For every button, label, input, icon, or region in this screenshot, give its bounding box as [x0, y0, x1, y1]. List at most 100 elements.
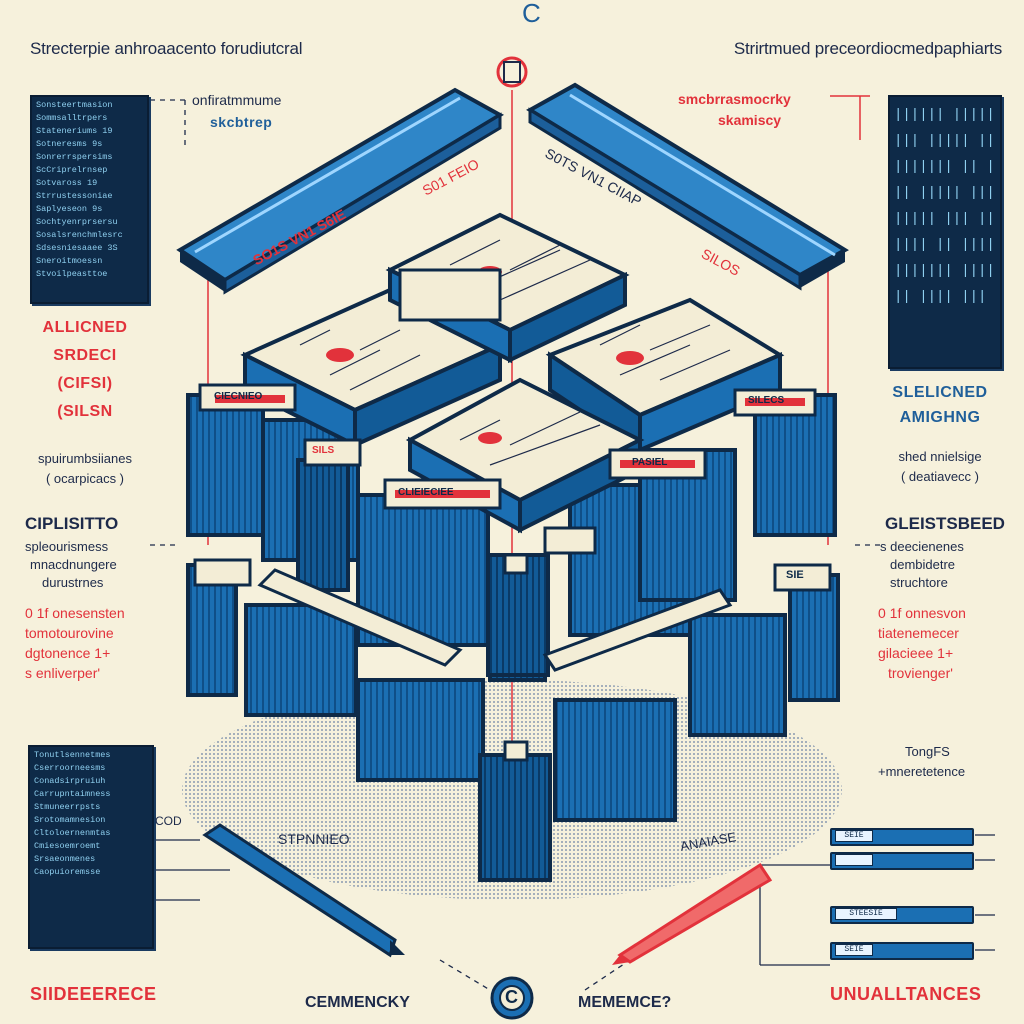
right-red-1: 0 1f onnesvon	[878, 605, 966, 621]
code-line: Sosalsrenchmlesrc	[36, 230, 123, 240]
code-line: ||| ||||| ||| ||	[894, 133, 996, 149]
left-heading-4: (SILSN	[57, 403, 113, 420]
right-desc-2: dembidetre	[890, 557, 956, 572]
code-line: || ||||| ||||| ||	[894, 185, 996, 201]
left-desc-1: spleourismess	[25, 539, 109, 554]
right-bar-4: SEIE	[830, 942, 974, 960]
right-sub-2: ( deatiavecc )	[900, 469, 980, 484]
code-line: |||| || ||||| |||	[894, 237, 996, 253]
top-right-label-1: smcbrrasmocrky	[678, 91, 791, 107]
code-line: Sonsteertmasion	[36, 100, 113, 110]
code-panel-bottom-left: Tonutlsennetmes Cserroorneesms Conadsirp…	[28, 745, 154, 949]
block-label-right: PASIEL	[632, 457, 668, 468]
block-label-small-left: SILS	[312, 445, 335, 456]
right-bar-1: SEIE	[830, 828, 974, 846]
right-bar-2	[830, 852, 974, 870]
right-sub-1: shed nnielsige	[898, 449, 982, 464]
code-line: |||||| ||||| ||||	[894, 107, 996, 123]
bottom-left-heading: SIIDEEERECE	[30, 984, 157, 1004]
code-line: Cltoloernenmtas	[34, 828, 111, 838]
code-line: Tonutlsennetmes	[34, 750, 111, 760]
code-line: Cserroorneesms	[34, 763, 106, 773]
code-line: ||||||| |||| ||||	[894, 263, 996, 279]
right-note-2: +mneretetence	[878, 764, 966, 779]
left-rail	[176, 87, 504, 295]
left-sub-1: spuirumbsiianes	[38, 451, 132, 466]
top-right-label-2: skamiscy	[718, 112, 782, 128]
right-note-1: TongFS	[905, 744, 950, 759]
code-line: Sochtyenrprsersu	[36, 217, 118, 227]
left-heading-2: SRDECI	[53, 347, 117, 364]
right-heading-1: SLELICNED	[892, 384, 988, 401]
right-bar-3: STEESIE	[830, 906, 974, 924]
right-desc-1: s deecienenes	[880, 539, 964, 554]
bar-label	[835, 854, 873, 866]
top-left-label-1: onfiratmmume	[192, 92, 282, 108]
bottom-right-heading: UNUALLTANCES	[830, 984, 982, 1004]
block-label-far-right: SILECS	[748, 395, 785, 406]
code-line: Sotvaross 19	[36, 178, 98, 188]
pen-left	[202, 823, 405, 958]
bottom-center-left: CEMMENCKY	[305, 994, 410, 1011]
code-line: Stateneriums 19	[36, 126, 113, 136]
code-line: Srotomamnesion	[34, 815, 106, 825]
bar-label: SEIE	[835, 944, 873, 956]
code-line: Stvoilpeasttoe	[36, 269, 108, 279]
right-heading2: GLEISTSBEED	[885, 514, 1005, 533]
left-red-1: 0 1f onesensten	[25, 605, 125, 621]
code-line: ||||||| || |||||	[894, 159, 996, 175]
left-red-3: dgtonence 1+	[25, 645, 111, 661]
plate-accents	[215, 395, 805, 498]
right-heading-2: AMIGHNG	[899, 409, 981, 426]
code-line: Sommsalltrpers	[36, 113, 108, 123]
left-desc-2: mnacdnungere	[30, 557, 117, 572]
left-heading-1: ALLICNED	[42, 319, 128, 336]
top-logo-char: C	[522, 0, 541, 28]
block-label-left: CIECNIEO	[214, 391, 263, 402]
left-sub-2: ( ocarpicacs )	[45, 471, 125, 486]
top-left-label-2: skcbtrep	[210, 114, 273, 130]
right-rail	[526, 82, 849, 291]
pen-left-label: STPNNIEO	[278, 831, 350, 847]
left-heading-3: (CIFSI)	[57, 375, 113, 392]
code-line: ||||| ||| |||||||	[894, 211, 996, 227]
left-heading2: CIPLISITTO	[25, 514, 119, 533]
code-line: Sdsesniesaaee 3S	[36, 243, 118, 253]
top-ornament	[496, 56, 528, 88]
code-line: ScCriprelrnsep	[36, 165, 108, 175]
right-red-3: gilacieee 1+	[878, 645, 954, 661]
code-panel-top-left: Sonsteertmasion Sommsalltrpers Stateneri…	[30, 95, 149, 304]
code-line: Conadsirpruiuh	[34, 776, 106, 786]
code-line: Stmuneerrpsts	[34, 802, 101, 812]
left-red-4: s enliverper'	[25, 665, 101, 681]
code-line: Strrustessoniae	[36, 191, 113, 201]
pen-right	[612, 862, 773, 965]
right-red-2: tiatenemecer	[878, 625, 959, 641]
code-line: Sonrerrspersims	[36, 152, 113, 162]
bottom-logo-char: C	[505, 987, 518, 1007]
studs	[503, 553, 529, 762]
dashed-connectors	[150, 99, 880, 991]
code-line: Caopuioremsse	[34, 867, 101, 877]
header-left-title: Strecterpie anhroaacento forudiutcral	[30, 39, 303, 58]
code-line: Cmiesoemroemt	[34, 841, 101, 851]
left-red-2: tomotourovine	[25, 625, 114, 641]
code-line: || |||| ||| |||||	[894, 289, 996, 305]
connector-lines	[150, 834, 995, 966]
code-line: Saplyeseon 9s	[36, 204, 103, 214]
code-line: Carrupntaimness	[34, 789, 111, 799]
bottom-logo	[490, 976, 534, 1020]
diagonal-bars	[257, 568, 733, 672]
code-line: Srsaeonmenes	[34, 854, 96, 864]
code-panel-top-right: |||||| ||||| |||| ||| ||||| ||| || |||||…	[888, 95, 1002, 369]
header-right-title: Strirtmued preceordiocmedpaphiarts	[733, 39, 1002, 58]
bottom-center-right: MEMEMCE?	[578, 994, 672, 1011]
block-label-small-right: SIE	[786, 569, 804, 581]
lower-blocks	[186, 563, 840, 882]
right-desc-3: struchtore	[890, 575, 948, 590]
code-line: Sotneresms 9s	[36, 139, 103, 149]
slab-scribbles	[299, 239, 731, 466]
right-red-4: trovienger'	[888, 665, 953, 681]
